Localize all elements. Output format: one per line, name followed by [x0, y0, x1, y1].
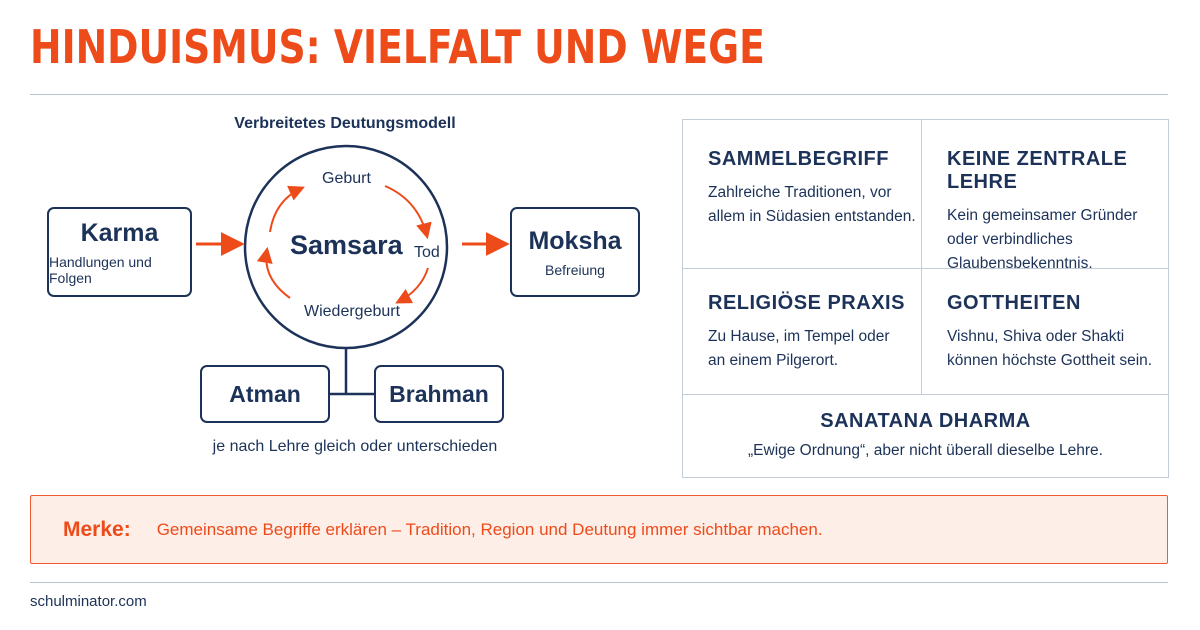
fact-cell-keine-zentrale-lehre: KEINE ZENTRALE LEHRE Kein gemeinsamer Gr… — [922, 120, 1168, 276]
cycle-wiedergeburt: Wiedergeburt — [304, 303, 401, 320]
fact-line: Kein gemeinsamer Gründer — [947, 207, 1138, 224]
fact-cell-gottheiten: GOTTHEITEN Vishnu, Shiva oder Shakti kön… — [922, 268, 1168, 373]
grid-divider-vertical — [921, 120, 922, 394]
merke-text: Gemeinsame Begriffe erklären – Tradition… — [156, 519, 823, 539]
cycle-geburt: Geburt — [322, 170, 371, 187]
fact-text: „Ewige Ordnung“, aber nicht überall dies… — [683, 439, 1168, 463]
karma-box: Karma Handlungen und Folgen — [47, 207, 192, 297]
top-divider — [30, 94, 1168, 95]
moksha-box: Moksha Befreiung — [510, 207, 640, 297]
cycle-arrow-up-geburt — [269, 185, 305, 233]
fact-heading: KEINE ZENTRALE LEHRE — [947, 148, 1128, 193]
atman-brahman-note: je nach Lehre gleich oder unterschieden — [212, 438, 498, 455]
fact-cell-religioese-praxis: RELIGIÖSE PRAXIS Zu Hause, im Tempel ode… — [683, 268, 921, 373]
cycle-arrow-geburt-tod — [384, 185, 432, 240]
cycle-tod: Tod — [414, 244, 440, 261]
cycle-arrow-wiedergeburt-up — [256, 246, 291, 299]
brahman-box: Brahman — [374, 365, 504, 423]
moksha-title: Moksha — [528, 226, 622, 255]
cycle-arrow-tod-wiedergeburt — [395, 267, 429, 304]
merke-callout: Merke: Gemeinsame Begriffe erklären – Tr… — [30, 495, 1168, 564]
fact-text: Zu Hause, im Tempel oder an einem Pilger… — [708, 325, 921, 373]
fact-line: an einem Pilgerort. — [708, 352, 839, 369]
karma-title: Karma — [80, 218, 159, 247]
atman-box: Atman — [200, 365, 330, 423]
merke-label: Merke: — [63, 517, 131, 541]
model-label: Verbreitetes Deutungsmodell — [234, 115, 456, 132]
facts-grid: SAMMELBEGRIFF Zahlreiche Traditionen, vo… — [682, 119, 1169, 478]
fact-heading: RELIGIÖSE PRAXIS — [708, 292, 905, 314]
page-title: HINDUISMUS: VIELFALT UND WEGE — [30, 20, 765, 74]
grid-divider-horizontal — [683, 394, 1168, 395]
grid-divider-horizontal — [683, 268, 1168, 269]
moksha-subtitle: Befreiung — [545, 261, 605, 278]
fact-line: Zahlreiche Traditionen, vor — [708, 184, 892, 201]
fact-heading: SANATANA DHARMA — [820, 410, 1031, 432]
brahman-label: Brahman — [389, 380, 489, 407]
fact-text: Kein gemeinsamer Gründer oder verbindlic… — [947, 204, 1168, 276]
fact-text: Vishnu, Shiva oder Shakti können höchste… — [947, 325, 1168, 373]
fact-line: Vishnu, Shiva oder Shakti — [947, 328, 1125, 345]
fact-heading: GOTTHEITEN — [947, 292, 1081, 314]
fact-line: können höchste Gottheit sein. — [947, 352, 1153, 369]
fact-line: Glaubensbekenntnis. — [947, 255, 1093, 272]
atman-label: Atman — [229, 380, 301, 407]
footer-source: schulminator.com — [30, 593, 147, 610]
fact-heading: SAMMELBEGRIFF — [708, 148, 889, 170]
fact-line: „Ewige Ordnung“, aber nicht überall dies… — [748, 442, 1103, 459]
fact-cell-sanatana-dharma: SANATANA DHARMA „Ewige Ordnung“, aber ni… — [683, 394, 1168, 463]
fact-line: oder verbindliches — [947, 231, 1073, 248]
karma-subtitle: Handlungen und Folgen — [49, 253, 152, 286]
bottom-divider — [30, 582, 1168, 583]
fact-line: Zu Hause, im Tempel oder — [708, 328, 890, 345]
fact-text: Zahlreiche Traditionen, vor allem in Süd… — [708, 181, 921, 229]
fact-line: allem in Südasien entstanden. — [708, 208, 916, 225]
samsara-label: Samsara — [290, 230, 403, 260]
fact-cell-sammelbegriff: SAMMELBEGRIFF Zahlreiche Traditionen, vo… — [683, 120, 921, 229]
